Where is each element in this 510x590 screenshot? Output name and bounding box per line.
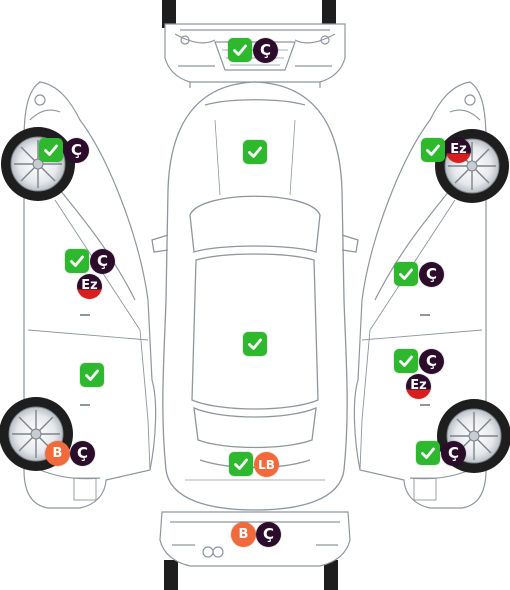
roof-original-check-icon[interactable] — [243, 332, 267, 356]
left-front-door-painted-badge[interactable]: Ç — [90, 249, 115, 274]
right-rear-fender-painted-badge[interactable]: Ç — [441, 441, 466, 466]
rear-bumper-local-paint-badge[interactable]: B — [231, 522, 256, 547]
rear-view — [159, 511, 351, 590]
top-view — [151, 81, 359, 511]
right-front-wheel — [435, 129, 509, 203]
badge-label: Ç — [70, 141, 82, 159]
left-rear-fender-painted-badge[interactable]: Ç — [70, 441, 95, 466]
left-front-door-original-check-icon[interactable] — [65, 249, 89, 273]
badge-label: LB — [258, 457, 275, 472]
badge-label: Ez — [81, 278, 98, 293]
badge-label: Ç — [425, 265, 437, 283]
front-bumper-original-check-icon[interactable] — [228, 38, 252, 62]
right-rear-door-painted-badge[interactable]: Ç — [419, 349, 444, 374]
front-right-tire — [322, 0, 336, 28]
left-front-fender-painted-badge[interactable]: Ç — [64, 138, 89, 163]
badge-label: Ç — [425, 352, 437, 370]
badge-label: B — [52, 446, 63, 461]
badge-label: Ez — [450, 142, 467, 157]
right-rear-fender-original-check-icon[interactable] — [416, 441, 440, 465]
trunk-lid-original-check-icon[interactable] — [229, 452, 253, 476]
badge-label: Ez — [410, 378, 427, 393]
right-front-door-original-check-icon[interactable] — [394, 262, 418, 286]
right-front-fender-dented-badge[interactable]: Ez — [446, 138, 471, 163]
left-rear-fender-local-paint-badge[interactable]: B — [45, 441, 70, 466]
right-rear-door-original-check-icon[interactable] — [394, 349, 418, 373]
right-front-fender-original-check-icon[interactable] — [421, 138, 445, 162]
left-front-wheel — [1, 127, 75, 201]
badge-label: Ç — [96, 252, 108, 270]
badge-label: B — [238, 527, 249, 542]
left-front-door-dented-badge[interactable]: Ez — [77, 274, 102, 299]
rear-bumper-painted-badge[interactable]: Ç — [256, 522, 281, 547]
front-bumper-painted-badge[interactable]: Ç — [253, 38, 278, 63]
badge-label: Ç — [259, 41, 271, 59]
badge-label: Ç — [447, 444, 459, 462]
rear-left-tire — [164, 560, 178, 590]
left-front-fender-original-check-icon[interactable] — [39, 138, 63, 162]
badge-label: Ç — [76, 444, 88, 462]
badge-label: Ç — [262, 525, 274, 543]
rear-right-tire — [324, 560, 338, 590]
left-rear-door-original-check-icon[interactable] — [80, 363, 104, 387]
right-rear-door-dented-badge[interactable]: Ez — [406, 374, 431, 399]
hood-original-check-icon[interactable] — [243, 140, 267, 164]
front-left-tire — [162, 0, 176, 28]
right-front-door-painted-badge[interactable]: Ç — [419, 262, 444, 287]
trunk-lid-local-paint-lb-badge[interactable]: LB — [254, 452, 279, 477]
